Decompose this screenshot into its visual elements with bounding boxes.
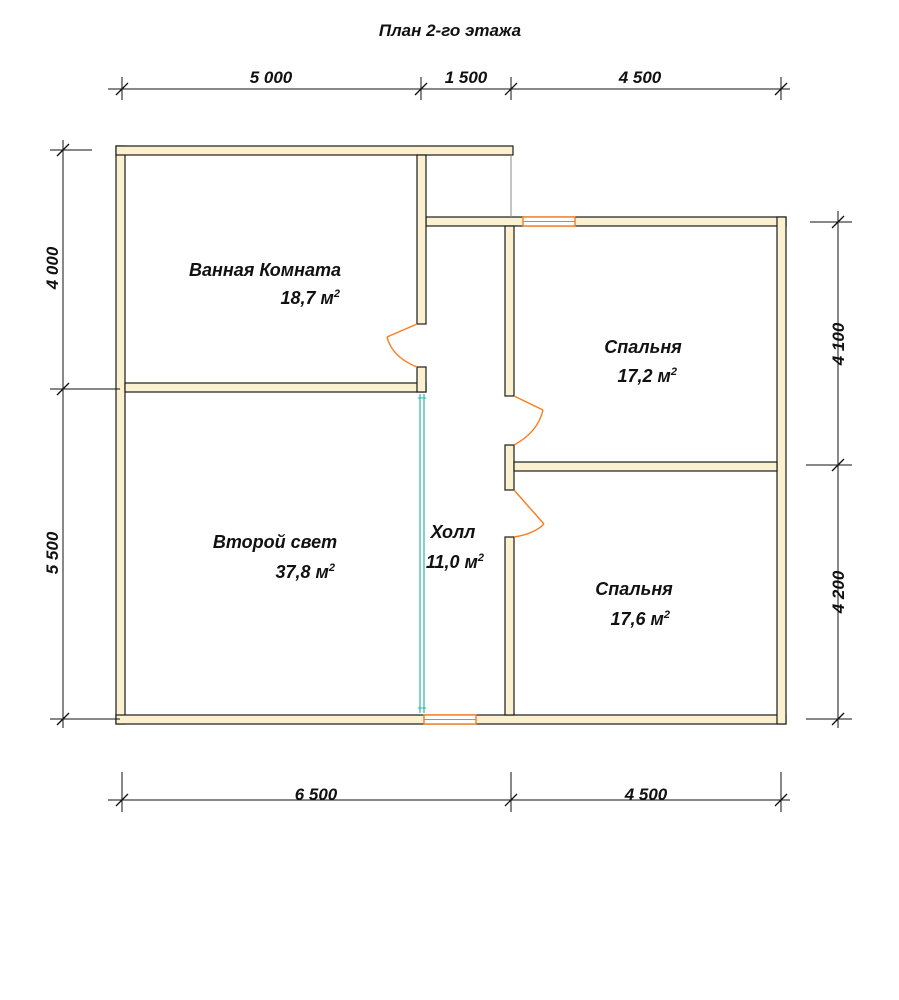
room-area: 11,0 м2 [426, 552, 484, 572]
room-area-sup: 2 [670, 366, 677, 378]
room-name: Спальня [604, 337, 682, 357]
door-bedroom-1 [513, 395, 544, 446]
room-area-sup: 2 [663, 609, 670, 621]
wall-bath-right-upper [416, 154, 427, 325]
door-swing [513, 523, 545, 538]
dimension-label: 4 200 [829, 570, 848, 614]
dimension-label: 4 500 [618, 68, 662, 87]
room-area: 17,6 м2 [611, 609, 670, 629]
wall-bath-right-lower [416, 366, 427, 393]
room-area-value: 11,0 м [426, 552, 478, 572]
room-area: 18,7 м2 [281, 288, 340, 308]
dimension-tick [56, 143, 70, 157]
room-second-light: Второй свет 37,8 м2 [213, 532, 337, 582]
dimension-label: 5 000 [250, 68, 293, 87]
room-bedroom-2: Спальня 17,6 м2 [595, 579, 673, 629]
dimension-tick [504, 793, 518, 807]
door-leaf [513, 489, 545, 525]
dimension-tick [56, 382, 70, 396]
wall-top-left [115, 145, 514, 156]
wall-bed-divider [513, 461, 778, 472]
walls [115, 145, 787, 725]
dimension-left: 4 000 5 500 [43, 140, 120, 728]
dimension-bottom: 6 500 4 500 [108, 772, 790, 812]
dimension-tick [774, 793, 788, 807]
window-top [522, 216, 576, 227]
door-swing [513, 409, 544, 446]
room-area-value: 18,7 м [281, 288, 334, 308]
door-leaf [386, 323, 418, 338]
door-swing [386, 336, 418, 368]
room-area-sup: 2 [477, 552, 484, 564]
room-area-value: 37,8 м [276, 562, 329, 582]
dimension-tick [831, 215, 845, 229]
plan-title: План 2-го этажа [379, 21, 521, 40]
room-bathroom: Ванная Комната 18,7 м2 [189, 260, 341, 308]
room-area-sup: 2 [328, 562, 335, 574]
wall-top-right [425, 216, 787, 227]
dimension-label: 6 500 [295, 785, 338, 804]
door-bedroom-2 [513, 489, 545, 538]
window-bottom [423, 714, 477, 725]
dimension-top: 5 000 1 500 4 500 [108, 68, 790, 100]
wall-bed1-left [504, 225, 515, 397]
dimension-tick [831, 458, 845, 472]
wall-right [776, 216, 787, 725]
dimension-tick [115, 793, 129, 807]
dimension-tick [774, 82, 788, 96]
room-bedroom-1: Спальня 17,2 м2 [604, 337, 682, 386]
dimension-label: 5 500 [43, 531, 62, 574]
dimension-tick [504, 82, 518, 96]
room-area-sup: 2 [333, 288, 340, 300]
wall-bed2-left [504, 536, 515, 716]
wall-bath-bottom [124, 382, 427, 393]
dimension-right: 4 100 4 200 [806, 211, 852, 728]
wall-bed-left-mid [504, 444, 515, 491]
door-bathroom [386, 323, 418, 368]
room-area: 17,2 м2 [618, 366, 677, 386]
room-area-value: 17,6 м [611, 609, 664, 629]
wall-left [115, 145, 126, 725]
glass-railing [418, 394, 426, 713]
dimension-label: 4 100 [829, 322, 848, 366]
room-name: Спальня [595, 579, 673, 599]
dimension-label: 4 000 [43, 246, 62, 290]
dimension-tick [414, 82, 428, 96]
room-area: 37,8 м2 [276, 562, 335, 582]
dimension-tick [56, 712, 70, 726]
room-area-value: 17,2 м [618, 366, 671, 386]
dimension-tick [831, 712, 845, 726]
room-hall: Холл 11,0 м2 [426, 522, 484, 572]
dimension-label: 1 500 [445, 68, 488, 87]
door-leaf [513, 395, 544, 411]
room-name: Второй свет [213, 532, 337, 552]
dimension-tick [115, 82, 129, 96]
room-name: Ванная Комната [189, 260, 341, 280]
dimension-label: 4 500 [624, 785, 668, 804]
room-name: Холл [430, 522, 476, 542]
